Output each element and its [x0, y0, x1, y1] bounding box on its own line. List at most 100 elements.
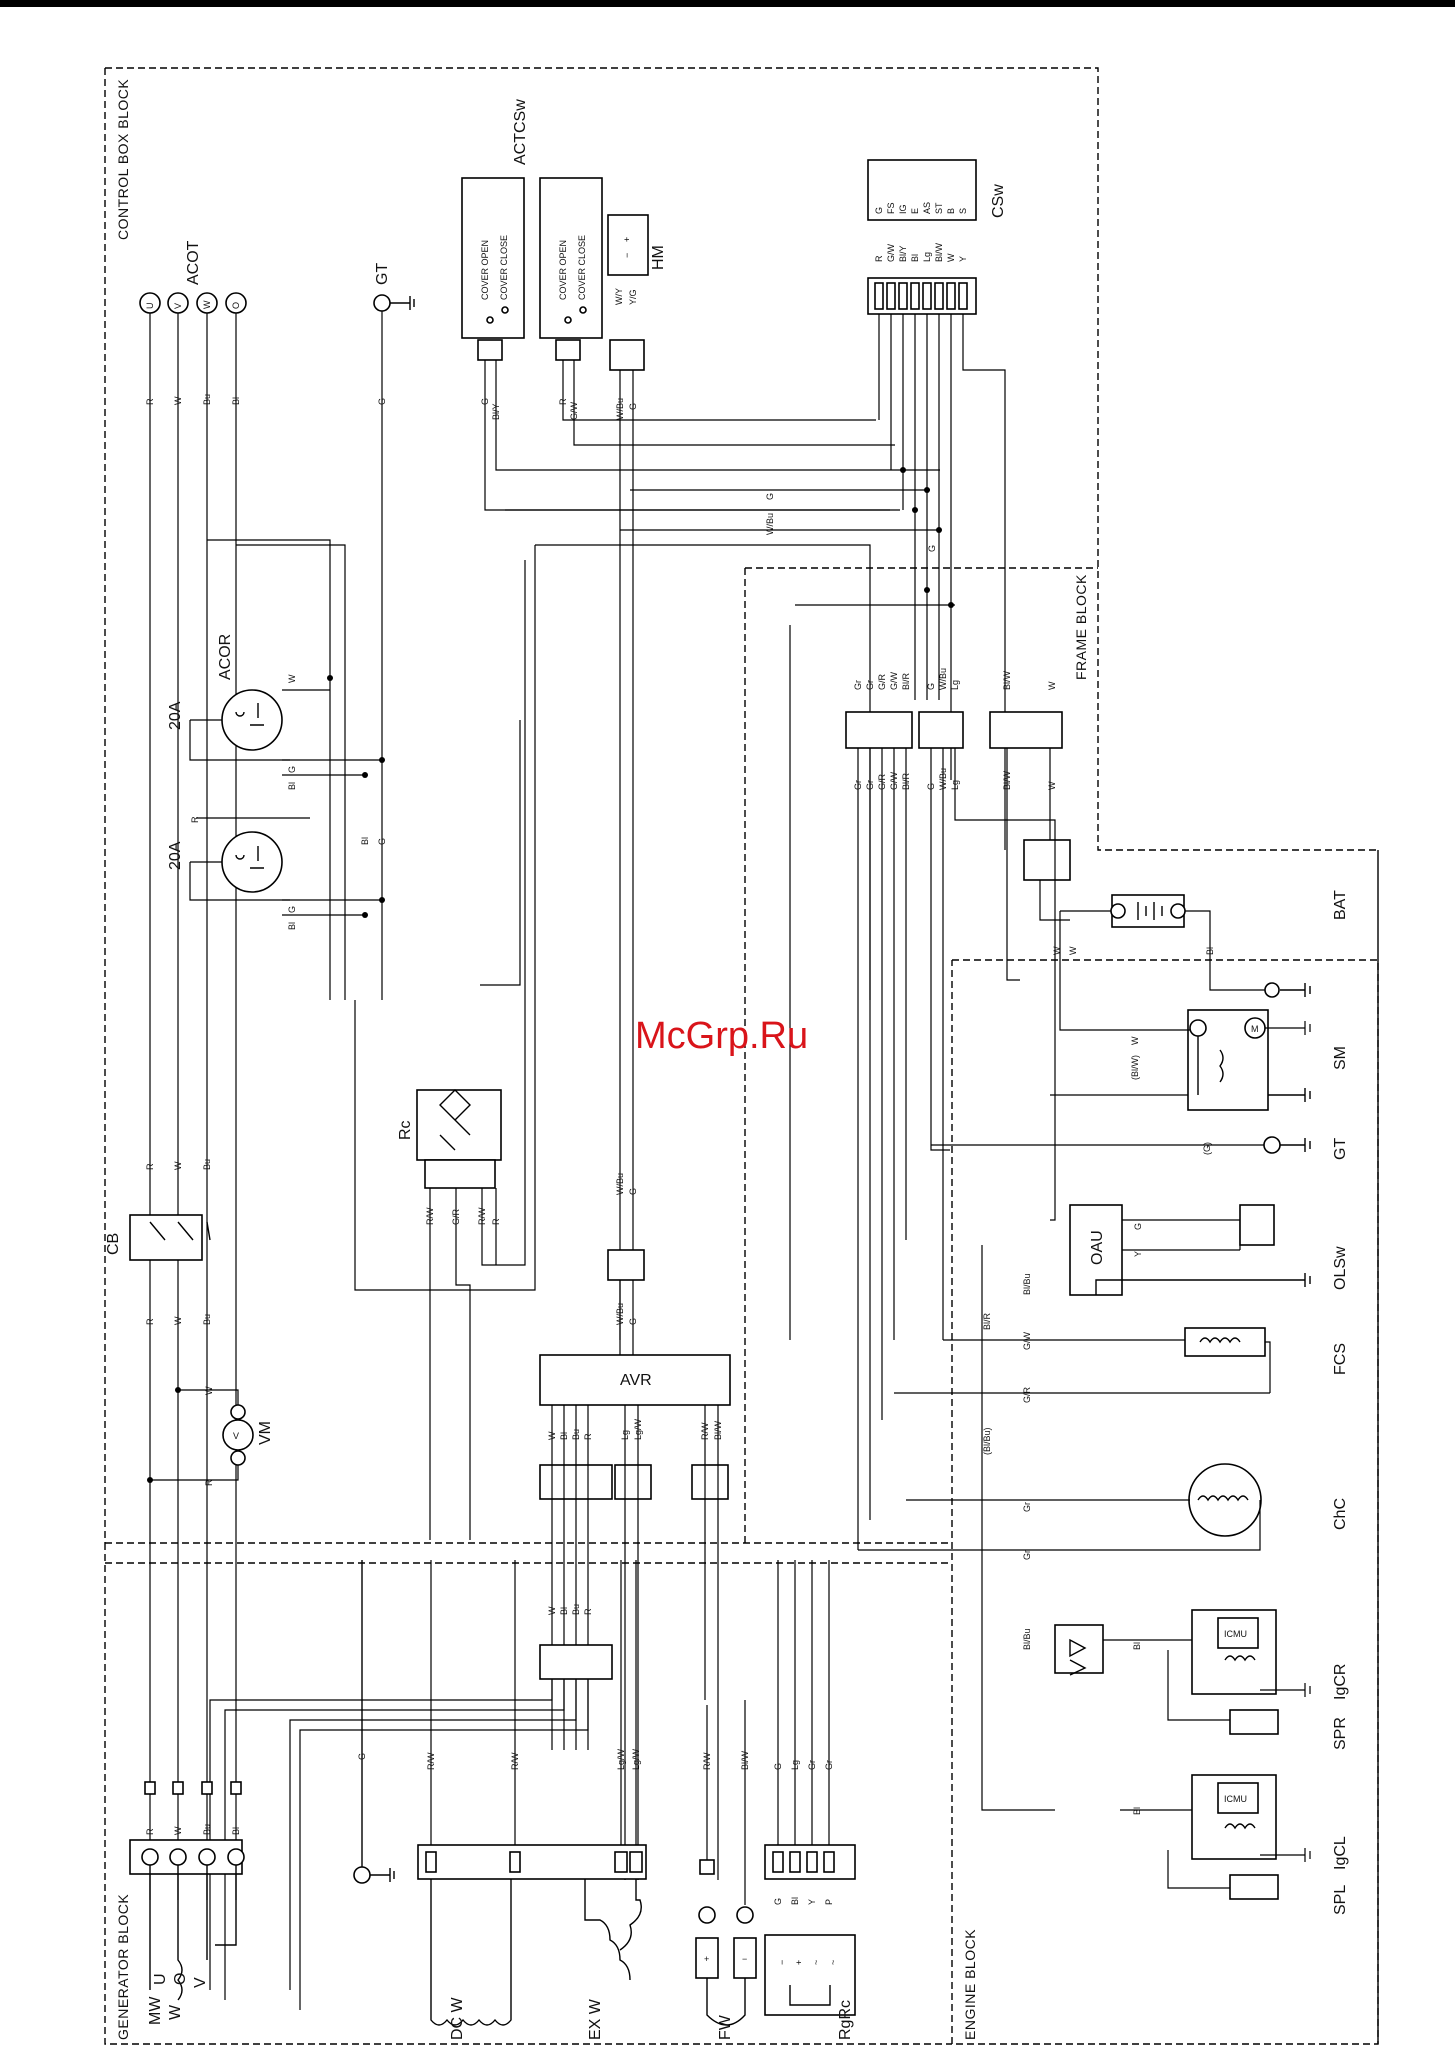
generator-block-label: GENERATOR BLOCK: [115, 1894, 131, 2040]
regulator-rectifier: − + ~ ~ RgRc: [764, 1844, 856, 2040]
cb-label: CB: [105, 1233, 122, 1255]
frame-wire-gr-r-bot: G/R: [877, 773, 887, 790]
voltmeter: V VM: [150, 1389, 274, 1481]
acor-wire-g: G: [287, 766, 297, 773]
cover-open-label-1: COVER OPEN: [480, 240, 490, 300]
gt-terminal-top: [373, 294, 391, 312]
frame-wire-w-top: W: [1047, 681, 1057, 690]
spark-plug-left: [1229, 1874, 1279, 1900]
frame-wire-g-bot: G: [926, 783, 936, 790]
csw-label: CSw: [990, 184, 1007, 218]
rectifier: Rc: [397, 1089, 502, 1189]
rec-wire-g: G: [287, 906, 297, 913]
cb-wire-w-top: W: [173, 1161, 183, 1170]
svg-text:+: +: [622, 237, 632, 242]
acot-v-wire-code: W: [173, 396, 183, 405]
gt-top-label: GT: [374, 263, 391, 285]
rgrc-wire-lg: Lg: [790, 1760, 800, 1770]
frame-wire-lg-bot: Lg: [950, 780, 960, 790]
acot-terminal-w-label: W: [202, 300, 212, 309]
ignition-coil-left: ICMU IgCL SPL: [1120, 1774, 1349, 1915]
rc-wire-gr-r: G/R: [451, 1208, 461, 1225]
cb-wire-r-top: R: [145, 1163, 155, 1170]
frame-wire-gr2-top: Gr: [865, 680, 875, 690]
dc-winding: DC W: [417, 1844, 647, 2040]
chc-wire-gr2: Gr: [1022, 1550, 1032, 1560]
starter-motor: M SM: [1050, 940, 1349, 1111]
rc-label: Rc: [397, 1120, 414, 1140]
wire-blbu-engine: (Bl/Bu): [982, 1427, 992, 1455]
avr-wire-blw: Bl/W: [713, 1420, 723, 1440]
oau-label: OAU: [1089, 1230, 1106, 1265]
frame-wire-lg-top: Lg: [950, 680, 960, 690]
phase-w-label: W: [167, 2004, 184, 2020]
svg-text:V: V: [233, 1431, 239, 1441]
frame-block-label: FRAME BLOCK: [1073, 574, 1089, 680]
acor-receptacle: ACOR 20A: [167, 634, 385, 778]
fuel-cut-solenoid: FCS: [894, 1327, 1349, 1394]
gt-terminal-gen: [353, 1866, 371, 1884]
csw-term-b: B: [946, 208, 956, 214]
svg-text:~: ~: [811, 1960, 821, 1965]
control-box-block-label: CONTROL BOX BLOCK: [115, 79, 131, 240]
top-rule: [0, 0, 1455, 7]
engine-block-label: ENGINE BLOCK: [962, 1929, 978, 2040]
hm-wire-wy: W/Y: [614, 288, 624, 305]
actcsw-wire-r: R: [558, 398, 568, 405]
rgrc-pin-p: P: [824, 1899, 834, 1905]
olsw-switch: [1239, 1204, 1275, 1246]
control-box-block-boundary: [104, 67, 1378, 1543]
avr-wire-bu: Bu: [571, 1429, 581, 1440]
vm-wire-r: R: [204, 1479, 214, 1486]
gt-gen-wire-code: G: [357, 1753, 367, 1760]
frame-wire-wbu-bot: W/Bu: [938, 768, 948, 790]
bus-wire-g: G: [765, 493, 775, 500]
fw-label: FW: [717, 2014, 734, 2040]
acot-u-wire-code: R: [145, 398, 155, 405]
avr-wire-w: W: [547, 1431, 557, 1440]
igcr-wire-bl: Bl: [1132, 1642, 1142, 1650]
frame-wire-blr-bot: Bl/R: [901, 772, 911, 790]
avr-wire-wbu-mid: W/Bu: [615, 1303, 625, 1325]
svg-text:−: −: [742, 1954, 747, 1964]
csw-term-as: AS: [922, 202, 932, 214]
bat-wire-bl: Bl: [1205, 947, 1215, 955]
actcsw-switch-2: [539, 177, 603, 339]
generator-block-boundary: [104, 1542, 952, 2045]
cover-close-label-1: COVER CLOSE: [499, 235, 509, 300]
mw-wire-bu: Bu: [202, 1824, 212, 1835]
avr-wire-wbu-top: W/Bu: [615, 1173, 625, 1195]
cb-wire-bu-bot: Bu: [202, 1314, 212, 1325]
cb-wire-w-bot: W: [173, 1316, 183, 1325]
avr-wire-lgw: Lg/W: [633, 1418, 643, 1440]
frame-block-boundary: [105, 567, 1098, 1564]
block-boundaries: [104, 67, 1379, 2045]
vm-label: VM: [257, 1421, 274, 1445]
cover-close-label-2: COVER CLOSE: [577, 235, 587, 300]
avr-wire-r: R: [583, 1433, 593, 1440]
csw-term-g: G: [874, 207, 884, 214]
frame-wire-gr-bot: Gr: [853, 780, 863, 790]
frame-wire-blr-top: Bl/R: [901, 672, 911, 690]
gen-wire-w: W: [547, 1606, 557, 1615]
icmu-right-label: ICMU: [1224, 1629, 1247, 1639]
avr-wire-g-top: G: [628, 1188, 638, 1195]
spr-label: SPR: [1332, 1717, 1349, 1750]
gt-lower-wire-code: (G): [1202, 1142, 1212, 1155]
avr-label: AVR: [620, 1372, 652, 1389]
ignition-coil-right: ICMU IgCR SPR: [1054, 1609, 1349, 1750]
actcsw-switch: COVER OPEN COVER CLOSE COVER OPEN COVER …: [461, 99, 603, 361]
rgrc-wire-g: G: [773, 1763, 783, 1770]
frame-connectors: [845, 711, 1071, 881]
csw-wire-0: R: [874, 255, 884, 262]
gen-block-connector: [539, 1644, 613, 1680]
oau-wire-y: Y: [1133, 1251, 1143, 1257]
bat-label: BAT: [1332, 890, 1349, 920]
frame-wire-wbu-top: W/Bu: [938, 668, 948, 690]
avr-wire-rw: R/W: [700, 1422, 710, 1440]
frame-wire-blw-bot: Bl/W: [1002, 770, 1012, 790]
acor-rating: 20A: [167, 701, 184, 730]
oil-alert-unit: OAU OLSw: [1069, 1204, 1349, 1296]
bat-wire-w1: W: [1052, 946, 1062, 955]
